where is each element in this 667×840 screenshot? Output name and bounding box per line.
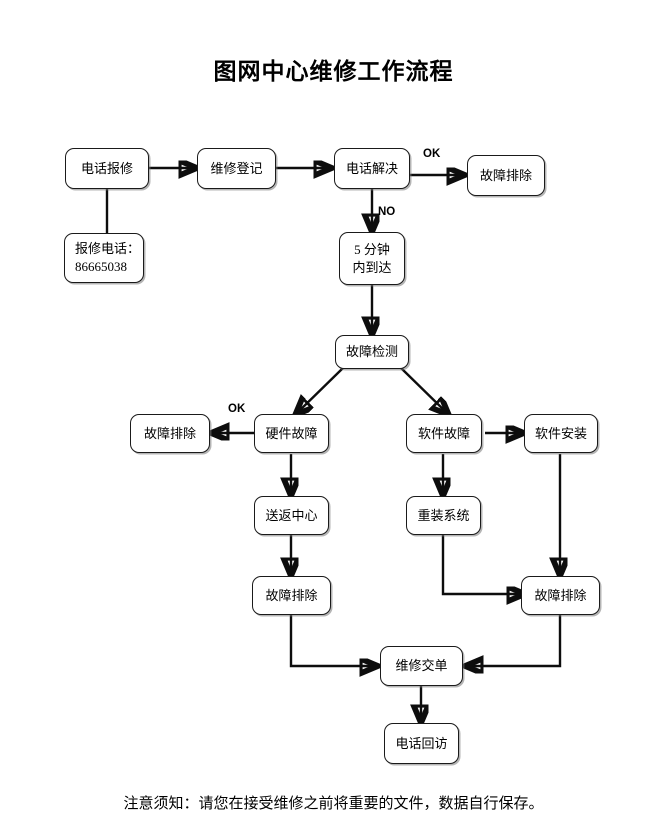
node-fault-cleared-software[interactable]: 故障排除 bbox=[521, 576, 600, 615]
node-label: 重装系统 bbox=[417, 507, 470, 523]
node-label: 故障检测 bbox=[345, 344, 398, 360]
node-label: 维修登记 bbox=[210, 160, 263, 176]
node-reinstall-os[interactable]: 重装系统 bbox=[406, 496, 481, 535]
node-fault-cleared-top[interactable]: 故障排除 bbox=[467, 155, 545, 196]
node-label: 5 分钟 bbox=[354, 241, 390, 257]
node-phone-followup[interactable]: 电话回访 bbox=[384, 723, 459, 764]
node-label: 电话解决 bbox=[345, 160, 398, 176]
node-label: 故障排除 bbox=[479, 167, 532, 183]
node-label: 电话报修 bbox=[80, 160, 133, 176]
node-phone-report[interactable]: 电话报修 bbox=[65, 148, 149, 189]
node-repair-handover[interactable]: 维修交单 bbox=[380, 646, 463, 686]
node-arrive-5min[interactable]: 5 分钟 内到达 bbox=[339, 232, 405, 285]
node-send-to-center[interactable]: 送返中心 bbox=[254, 496, 329, 535]
node-label: 电话回访 bbox=[395, 735, 448, 751]
node-label: 软件安装 bbox=[534, 425, 587, 441]
node-hardware-fault[interactable]: 硬件故障 bbox=[254, 414, 329, 453]
page-title: 图网中心维修工作流程 bbox=[213, 59, 454, 84]
node-label: 报修电话： bbox=[75, 241, 141, 257]
node-fault-cleared-hardware[interactable]: 故障排除 bbox=[252, 576, 331, 615]
node-software-fault[interactable]: 软件故障 bbox=[406, 414, 482, 453]
edge-label-hardware-ok: OK bbox=[228, 403, 246, 415]
node-label: 软件故障 bbox=[417, 425, 470, 441]
node-label: 送返中心 bbox=[265, 507, 318, 523]
node-label: 故障排除 bbox=[265, 587, 318, 603]
node-label: 故障排除 bbox=[534, 587, 587, 603]
node-label-line2: 86665038 bbox=[75, 259, 127, 274]
node-label: 故障排除 bbox=[143, 425, 196, 441]
edge-label-phone-solve-no: NO bbox=[378, 206, 396, 218]
node-label: 硬件故障 bbox=[265, 425, 318, 441]
footer-note: 注意须知：请您在接受维修之前将重要的文件，数据自行保存。 bbox=[123, 796, 544, 812]
node-fault-detect[interactable]: 故障检测 bbox=[335, 335, 409, 369]
node-fault-cleared-hardware-ok[interactable]: 故障排除 bbox=[130, 414, 210, 453]
node-software-install[interactable]: 软件安装 bbox=[524, 414, 598, 453]
node-label: 维修交单 bbox=[395, 658, 448, 674]
node-label-line2: 内到达 bbox=[352, 259, 392, 275]
node-repair-hotline[interactable]: 报修电话： 86665038 bbox=[64, 233, 144, 283]
node-phone-solve[interactable]: 电话解决 bbox=[334, 148, 410, 189]
node-repair-register[interactable]: 维修登记 bbox=[197, 148, 276, 189]
edge-label-phone-solve-ok: OK bbox=[423, 148, 441, 160]
